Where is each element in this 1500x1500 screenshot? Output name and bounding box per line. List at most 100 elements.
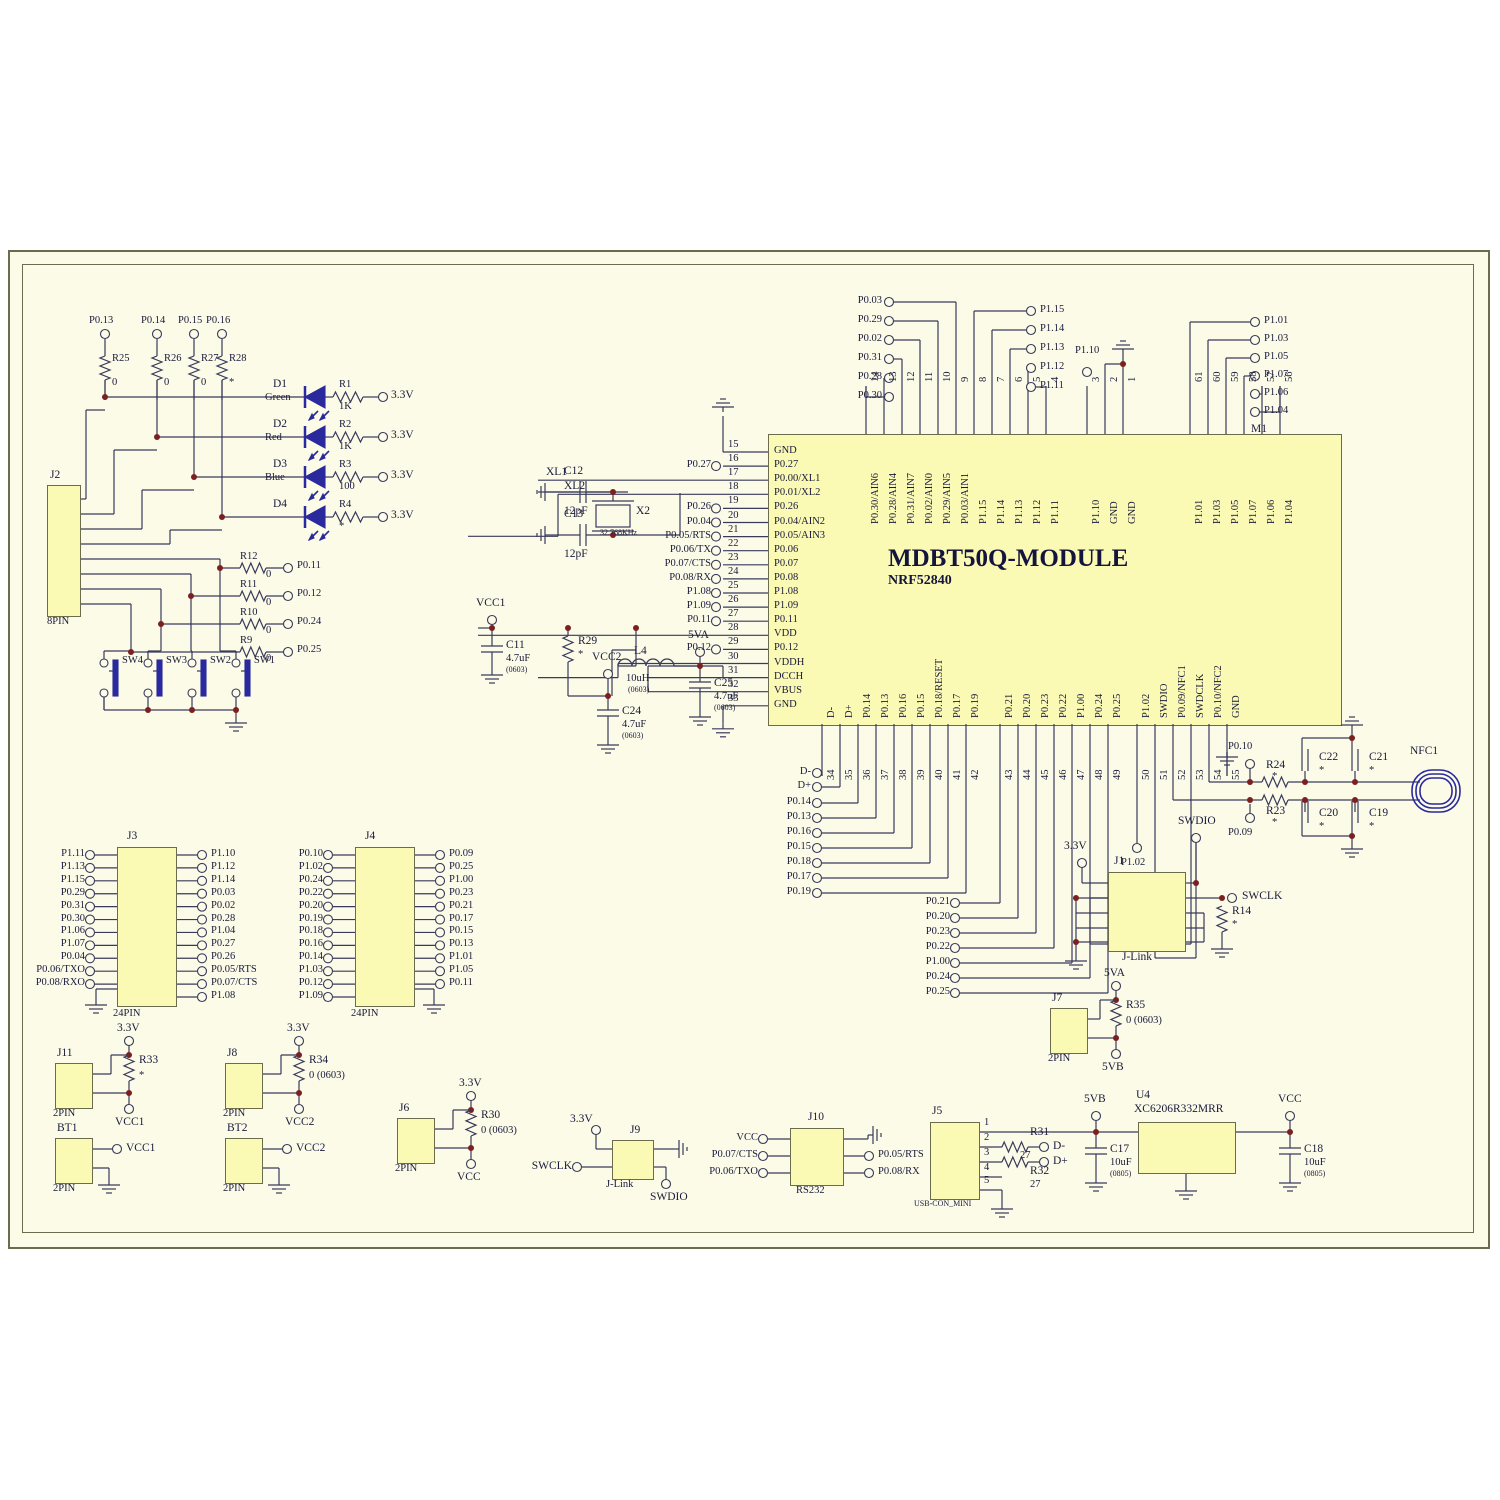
- module-refdes: M1: [1251, 423, 1267, 435]
- module-left-pin-name: P0.07: [774, 557, 799, 569]
- module-top-pin-name: P0.29/AIN5: [942, 472, 953, 524]
- module-top-pin-number: 8: [978, 376, 989, 382]
- cap-c20-ref: C20: [1319, 807, 1339, 819]
- connector-j4-right-net: P1.01: [449, 951, 474, 963]
- top-net-label: P1.12: [1040, 361, 1065, 372]
- connector-j1-swclk-label: SWCLK: [1242, 890, 1283, 902]
- jumper-j11-body[interactable]: [55, 1063, 93, 1109]
- module-left-pin-name: P0.11: [774, 614, 798, 626]
- module-left-pin-number: 30: [728, 650, 739, 662]
- cap-c25-value: 4.7uF: [714, 691, 739, 702]
- led-resistor-value: 100: [339, 481, 355, 492]
- connector-j10-body[interactable]: [790, 1128, 844, 1186]
- connector-j2-body[interactable]: [47, 485, 81, 617]
- module-bottom-pin-number: 47: [1076, 769, 1087, 781]
- crystal-frequency: 32.768KHz: [600, 528, 638, 537]
- bottom-net-label: P1.00: [925, 956, 950, 967]
- battery-bt1-body[interactable]: [55, 1138, 93, 1184]
- led-color-label: Blue: [265, 472, 285, 483]
- connector-j3-body[interactable]: [117, 847, 177, 1007]
- led-refdes: D2: [273, 418, 288, 430]
- jumper-j8-resistor-ref: R34: [309, 1054, 329, 1066]
- nfc-antenna-refdes: NFC1: [1410, 745, 1439, 757]
- inductor-l4-ref: L4: [634, 645, 647, 657]
- button-resistor-value: 0: [266, 569, 272, 580]
- res-r29-value: *: [578, 649, 584, 660]
- module-bottom-pin-name: P0.10/NFC2: [1213, 665, 1224, 718]
- connector-j3-left-net: P1.07: [60, 938, 85, 950]
- led-color-label: Green: [265, 392, 291, 403]
- top-net-label: P0.02: [857, 333, 882, 344]
- connector-j4-left-net: P1.02: [298, 860, 323, 872]
- module-top-pin-name: P1.03: [1212, 499, 1223, 524]
- jumper-j8-type: 2PIN: [223, 1108, 246, 1119]
- bottom-net-label: P0.17: [786, 871, 811, 882]
- led-net-label: P0.13: [89, 315, 114, 326]
- series-resistor-ref: R27: [201, 353, 219, 364]
- module-left-pin-number: 33: [728, 692, 739, 704]
- button-resistor-value: 0: [266, 597, 272, 608]
- net-label-p009: P0.09: [1228, 827, 1253, 838]
- battery-bt1-net: VCC1: [126, 1142, 156, 1154]
- cap-c18-value: 10uF: [1304, 1157, 1326, 1168]
- switch-refdes: SW2: [210, 655, 231, 666]
- cap-c24-package: (0603): [622, 731, 644, 740]
- module-top-pin-name: P1.14: [996, 499, 1007, 524]
- module-left-net-label: P0.05/RTS: [665, 529, 711, 541]
- connector-j4-right-net: P0.15: [449, 925, 474, 937]
- connector-j9-type: J-Link: [606, 1179, 634, 1190]
- res-r32-value: 27: [1030, 1179, 1041, 1190]
- module-top-pin-number: 7: [996, 376, 1007, 382]
- module-top-pin-name: P1.04: [1284, 499, 1295, 524]
- series-resistor-value: 0: [164, 377, 170, 388]
- series-resistor-value: 0: [112, 377, 118, 388]
- jumper-j8-body[interactable]: [225, 1063, 263, 1109]
- top-net-label: P1.04: [1264, 405, 1289, 416]
- connector-j4-right-net: P0.11: [449, 977, 473, 989]
- bottom-net-label: P0.20: [925, 911, 950, 922]
- top-net-label: P1.01: [1264, 315, 1289, 326]
- top-net-label: P1.11: [1040, 380, 1064, 391]
- connector-j1-refdes: J1: [1114, 855, 1125, 867]
- connector-j1-body[interactable]: [1108, 872, 1186, 952]
- cap-c24-value: 4.7uF: [622, 719, 647, 730]
- module-left-pin-number: 29: [728, 636, 739, 648]
- res-r14-value: *: [1232, 919, 1238, 930]
- connector-j3-left-net: P0.04: [60, 951, 85, 963]
- top-net-label: P0.03: [857, 295, 882, 306]
- module-left-pin-name: P0.06: [774, 543, 799, 555]
- battery-bt2-body[interactable]: [225, 1138, 263, 1184]
- switch-refdes: SW4: [122, 655, 143, 666]
- cap-c18-ref: C18: [1304, 1143, 1324, 1155]
- jumper-j7-body[interactable]: [1050, 1008, 1088, 1054]
- connector-j4-body[interactable]: [355, 847, 415, 1007]
- connector-j3-right-net: P0.27: [211, 938, 236, 950]
- module-left-pin-number: 21: [728, 523, 739, 535]
- series-resistor-ref: R26: [164, 353, 182, 364]
- cap-c18-package: (0805): [1304, 1169, 1326, 1178]
- module-top-pin-name: P1.12: [1032, 499, 1043, 524]
- connector-j4-left-net: P0.10: [298, 848, 323, 859]
- jumper-j6-body[interactable]: [397, 1118, 435, 1164]
- bottom-net-label: P0.22: [925, 941, 950, 952]
- led-net-label: P0.14: [141, 315, 166, 326]
- connector-j4-left-net: P0.20: [298, 899, 323, 911]
- cap-c17-ref: C17: [1110, 1143, 1130, 1155]
- cap-c24-ref: C24: [622, 705, 642, 717]
- sheet-border-inner: [22, 264, 1474, 1233]
- connector-j4-right-net: P0.21: [449, 899, 474, 911]
- connector-j9-body[interactable]: [612, 1140, 654, 1180]
- led-resistor-value: *: [339, 521, 345, 532]
- module-left-pin-number: 20: [728, 509, 739, 521]
- module-bottom-pin-name: P0.17: [952, 693, 963, 718]
- module-top-pin-name: P0.28/AIN4: [888, 472, 899, 524]
- led-net-label: P0.15: [178, 315, 203, 326]
- connector-j3-left-net: P1.15: [60, 873, 85, 885]
- connector-j3-right-net: P0.26: [211, 951, 236, 963]
- net-label-vcc2: VCC2: [592, 651, 622, 663]
- cap-c20-value: *: [1319, 821, 1325, 832]
- module-bottom-pin-number: 40: [934, 769, 945, 781]
- regulator-u4-body[interactable]: [1138, 1122, 1236, 1174]
- connector-j5-body[interactable]: [930, 1122, 980, 1200]
- button-net-label: P0.11: [297, 560, 321, 571]
